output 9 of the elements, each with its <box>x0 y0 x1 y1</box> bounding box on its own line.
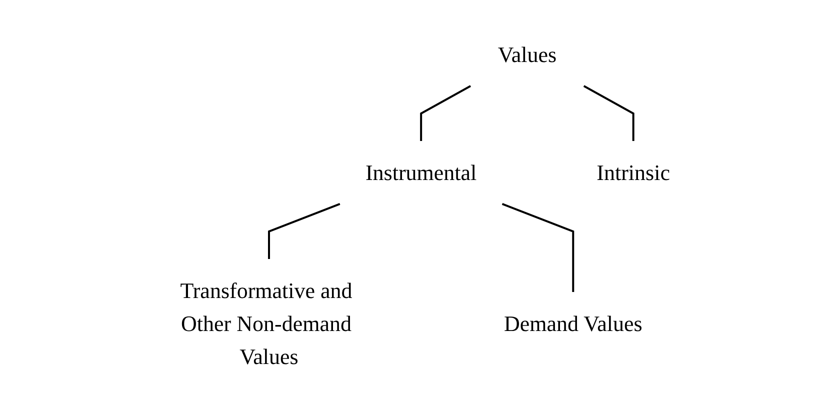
connector <box>583 84 634 140</box>
node-text: Instrumental <box>365 159 477 184</box>
node-text: Demand Values <box>504 310 642 336</box>
node-text: Transformative and Other Non-demand Values <box>180 277 352 368</box>
connector <box>502 202 574 292</box>
connector <box>268 202 340 258</box>
connector <box>420 84 472 140</box>
node-text: Values <box>498 42 557 66</box>
node-text: Intrinsic <box>596 159 670 184</box>
